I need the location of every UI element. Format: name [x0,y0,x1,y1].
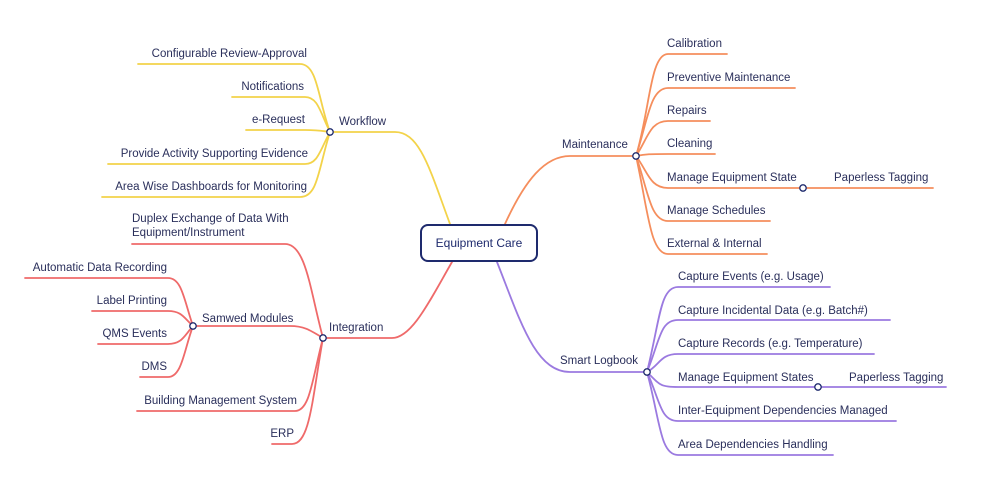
integration-item[interactable]: Duplex Exchange of Data With Equipment/I… [132,213,289,239]
workflow-node[interactable]: Workflow [339,116,387,128]
logbook-branch-2 [646,319,891,373]
samwed-item[interactable]: DMS [141,361,167,373]
integration-trunk [322,261,453,339]
workflow-branch-4 [107,131,331,165]
integration-branch-erp [271,337,324,445]
maintenance-item[interactable]: Calibration [667,38,722,50]
samwed-item[interactable]: QMS Events [102,328,167,340]
maintenance-item[interactable]: External & Internal [667,238,762,250]
maintenance-node[interactable]: Maintenance [562,139,628,151]
samwed-branch-3 [97,325,194,345]
samwed-branch-1 [24,277,194,327]
logbook-branch-5 [646,371,897,422]
maintenance-item[interactable]: Preventive Maintenance [667,72,791,84]
workflow-branch-3 [245,129,331,133]
samwed-branch-4 [139,325,194,378]
workflow-item[interactable]: Provide Activity Supporting Evidence [120,148,308,160]
workflow-branch-2 [231,96,331,133]
samwed-item[interactable]: Automatic Data Recording [32,262,167,274]
maintenance-item[interactable]: Repairs [667,105,707,117]
integration-node[interactable]: Integration [329,322,384,334]
maintenance-item[interactable]: Manage Equipment State [667,172,797,184]
maintenance-branch-3 [635,120,711,157]
logbook-state-junction [814,383,822,391]
logbook-item[interactable]: Inter-Equipment Dependencies Managed [678,405,888,417]
logbook-item[interactable]: Manage Equipment States [678,372,814,384]
workflow-connectors [101,63,451,225]
integration-junction [319,334,327,342]
maintenance-item[interactable]: Manage Schedules [667,205,766,217]
maintenance-branch-6 [635,155,771,222]
integration-to-samwed [192,325,324,339]
integration-branch-bms [136,337,324,412]
workflow-item[interactable]: Configurable Review-Approval [151,48,307,60]
logbook-item[interactable]: Area Dependencies Handling [678,439,828,451]
logbook-item[interactable]: Capture Incidental Data (e.g. Batch#) [678,305,868,317]
samwed-junction [189,322,197,330]
integration-item[interactable]: ERP [270,428,294,440]
logbook-branch-3 [646,353,875,373]
samwed-item[interactable]: Label Printing [96,295,167,307]
logbook-branch-4 [646,371,947,388]
maintenance-subitem[interactable]: Paperless Tagging [834,172,929,184]
maintenance-item[interactable]: Cleaning [667,138,713,150]
samwed-branch-2 [91,310,194,327]
workflow-item[interactable]: Area Wise Dashboards for Monitoring [115,181,307,193]
workflow-item[interactable]: Notifications [241,81,304,93]
maintenance-junction [632,152,640,160]
samwed-node[interactable]: Samwed Modules [202,313,294,325]
workflow-item[interactable]: e-Request [251,114,305,126]
maintenance-branch-2 [635,87,796,157]
maintenance-trunk [504,155,637,225]
logbook-branch-6 [646,371,834,456]
integration-branch-duplex [131,243,324,339]
maintenance-branch-4 [635,153,716,157]
workflow-branch-1 [137,63,331,133]
center-node-label: Equipment Care [435,236,523,250]
maintenance-branch-7 [635,155,768,255]
logbook-trunk [496,261,648,373]
workflow-trunk [329,131,451,225]
logbook-node[interactable]: Smart Logbook [560,355,638,367]
logbook-junction [643,368,651,376]
logbook-subitem[interactable]: Paperless Tagging [849,372,944,384]
logbook-connectors [496,261,947,456]
logbook-branch-1 [646,286,831,373]
integration-item[interactable]: Building Management System [144,395,297,407]
workflow-junction [326,128,334,136]
workflow-branch-5 [101,131,331,198]
logbook-item[interactable]: Capture Records (e.g. Temperature) [678,338,863,350]
maintenance-state-junction [799,184,807,192]
logbook-item[interactable]: Capture Events (e.g. Usage) [678,271,824,283]
maintenance-branch-5 [635,155,934,189]
center-node[interactable]: Equipment Care [420,224,538,262]
